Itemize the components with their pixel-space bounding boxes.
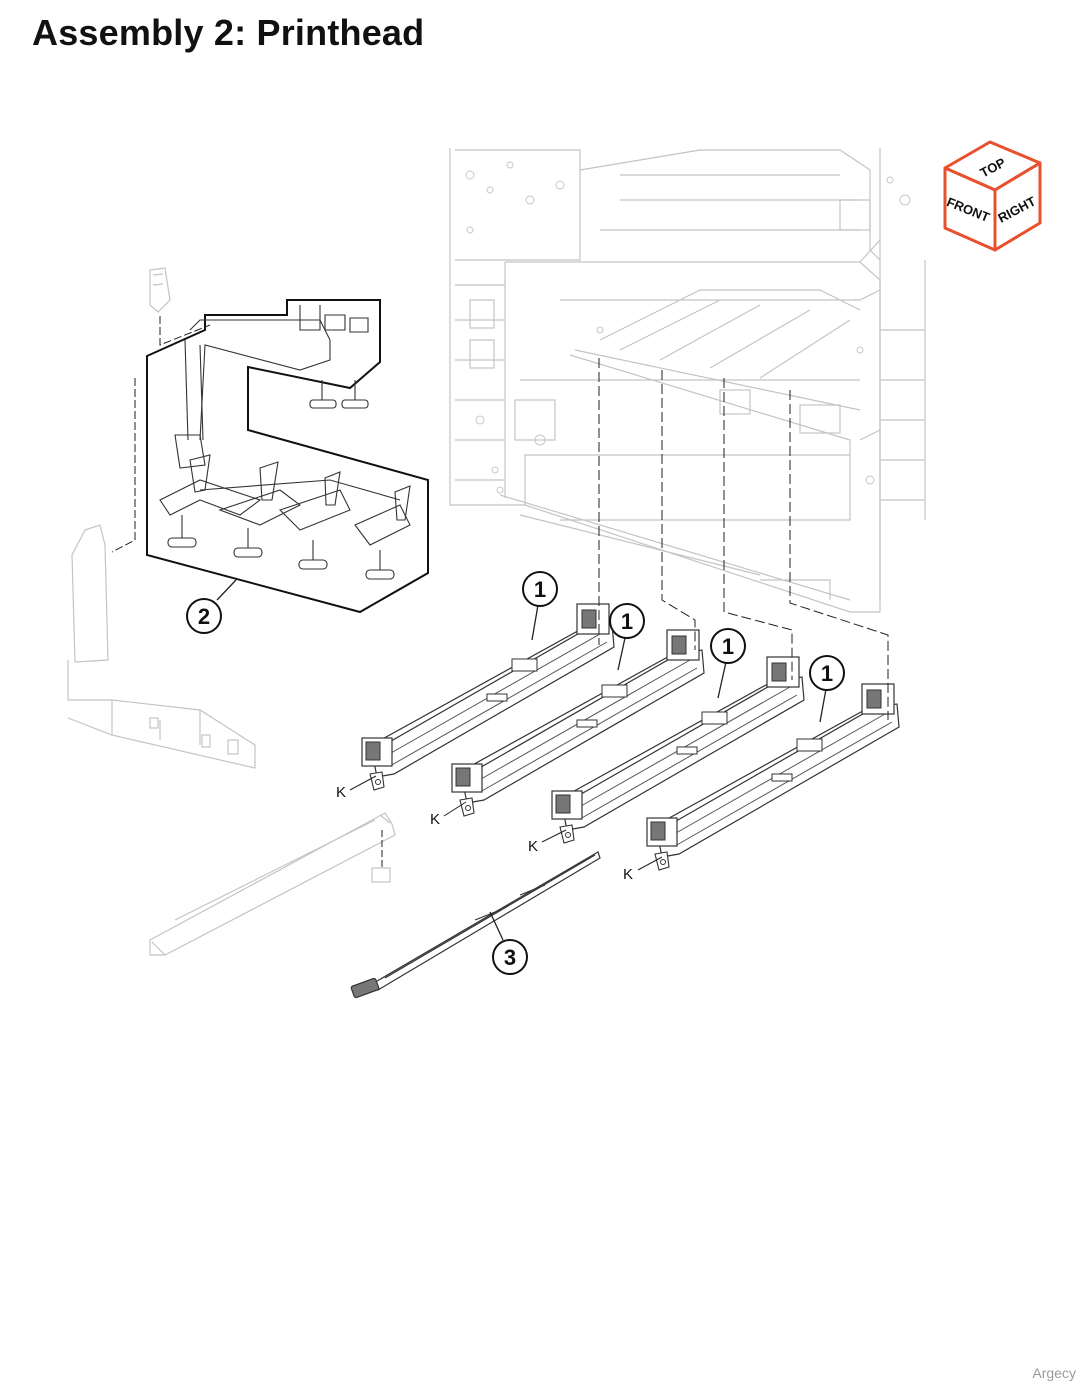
cable-connectors: [167, 380, 395, 580]
callout-leaders: [216, 579, 827, 941]
svg-text:1: 1: [821, 661, 833, 686]
orientation-cube: TOP FRONT RIGHT: [943, 140, 1042, 252]
alignment-tool: [350, 851, 601, 999]
printer-frame-illustration: [449, 148, 926, 613]
svg-text:3: 3: [504, 945, 516, 970]
callout-1a[interactable]: 1: [522, 571, 558, 607]
printhead-unit-1: [361, 603, 615, 791]
k-leader-lines: [349, 775, 663, 871]
page-title: Assembly 2: Printhead: [32, 12, 425, 53]
callout-2[interactable]: 2: [186, 598, 222, 634]
bottom-support-rod-illustration: [149, 812, 396, 956]
printhead-leader-lines: [598, 358, 889, 720]
svg-text:1: 1: [722, 634, 734, 659]
callout-1b[interactable]: 1: [609, 603, 645, 639]
printer-frame-holes: [465, 161, 911, 494]
left-side-frame-illustration: [67, 267, 256, 769]
k-label: K: [528, 838, 538, 855]
svg-text:2: 2: [198, 604, 210, 629]
svg-text:1: 1: [621, 609, 633, 634]
callout-1c[interactable]: 1: [710, 628, 746, 664]
k-label: K: [336, 784, 346, 801]
cable-assembly-parts: [159, 305, 411, 546]
cable-assembly-outline: [146, 299, 429, 614]
k-label: K: [623, 866, 633, 883]
callout-3[interactable]: 3: [492, 939, 528, 975]
cable-leader-lines: [111, 316, 211, 553]
callout-1d[interactable]: 1: [809, 655, 845, 691]
watermark: Argecy: [1032, 1365, 1076, 1381]
k-label: K: [430, 811, 440, 828]
svg-text:1: 1: [534, 577, 546, 602]
